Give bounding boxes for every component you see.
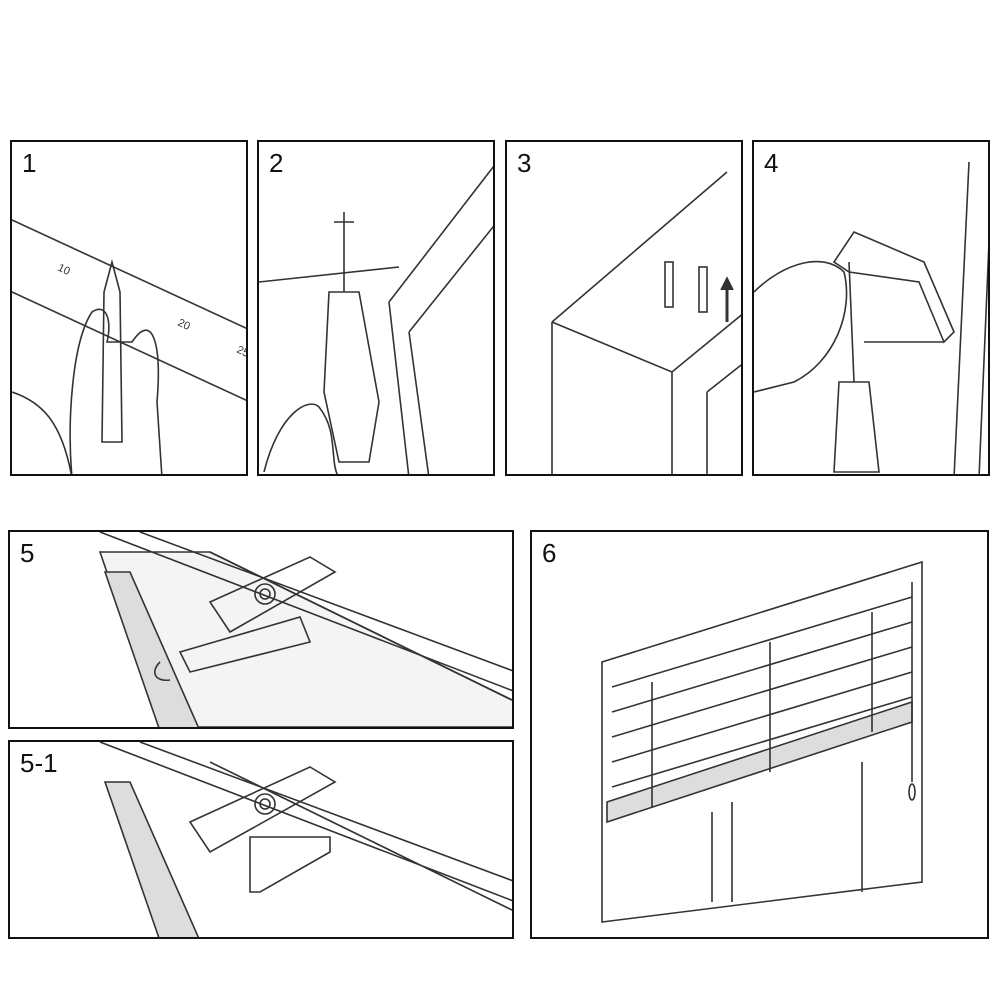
step-number: 5-1 xyxy=(20,748,58,778)
ruler-mark: 10 xyxy=(56,262,72,278)
step-5-1-panel: 5-1 xyxy=(8,740,514,939)
step-5-panel: 5 xyxy=(8,530,514,729)
step-1-panel: 1 10 20 25 xyxy=(10,140,248,476)
step-number: 2 xyxy=(269,148,284,178)
step-4-panel: 4 xyxy=(752,140,990,476)
bracket-screw-illustration xyxy=(754,161,988,474)
ruler-mark: 20 xyxy=(176,317,192,333)
step-number: 3 xyxy=(517,148,532,178)
step-3-panel: 3 xyxy=(505,140,743,476)
step-number: 4 xyxy=(764,148,779,178)
step-number: 1 xyxy=(22,148,37,178)
drill-illustration xyxy=(259,165,493,474)
measure-mark-illustration: 10 20 25 xyxy=(12,219,246,474)
step-number: 6 xyxy=(542,538,557,568)
headrail-bracket-locked-illustration xyxy=(99,742,512,937)
anchor-insert-illustration xyxy=(551,171,741,474)
step-number: 5 xyxy=(20,538,35,568)
step-2-panel: 2 xyxy=(257,140,495,476)
headrail-bracket-rotate-illustration xyxy=(98,532,512,727)
installed-blind-illustration xyxy=(601,560,923,923)
step-6-panel: 6 xyxy=(530,530,989,939)
ruler-mark: 25 xyxy=(235,344,246,360)
